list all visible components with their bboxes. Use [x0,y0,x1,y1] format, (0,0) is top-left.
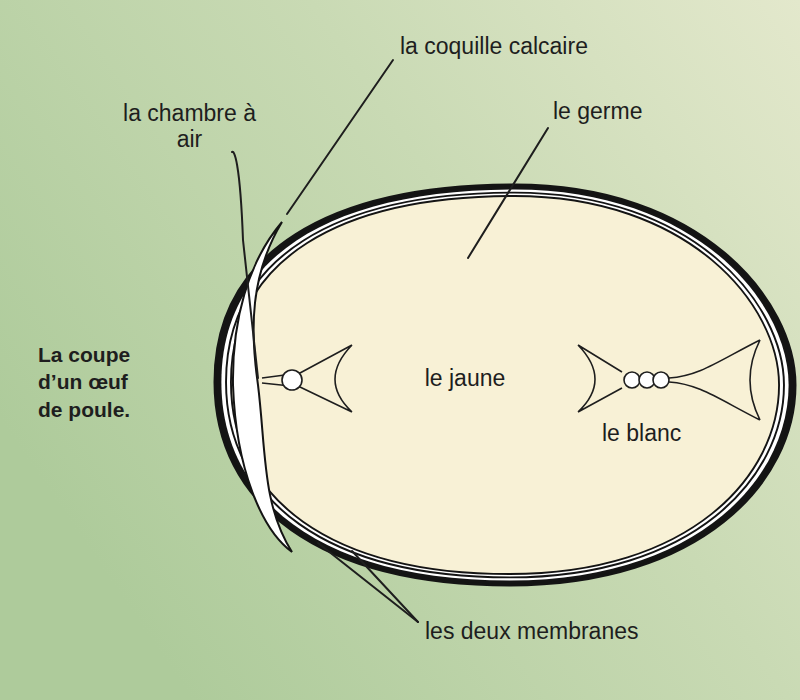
outer-membrane [226,193,784,578]
air-chamber-leader [232,152,258,378]
part-label: les deux membranes [425,618,639,644]
inner-membrane [231,196,779,574]
germ-leader [468,128,548,258]
figure-caption: La coupe d’un œuf de poule. [38,341,156,423]
egg-white: le jaune le blanc [212,183,797,588]
shell [215,185,795,585]
part-label: la coquille calcaire [400,33,588,59]
part-label: la chambre à air [112,100,267,153]
shell-leader [287,60,393,214]
shell-inner [221,189,788,580]
air-chamber [233,222,292,552]
chalazae [262,340,760,420]
part-label: le germe [553,98,642,124]
yolk-label: le jaune [425,365,506,392]
membrane-leader [352,551,418,622]
white-label: le blanc [602,420,681,446]
membrane-leader [318,543,418,622]
